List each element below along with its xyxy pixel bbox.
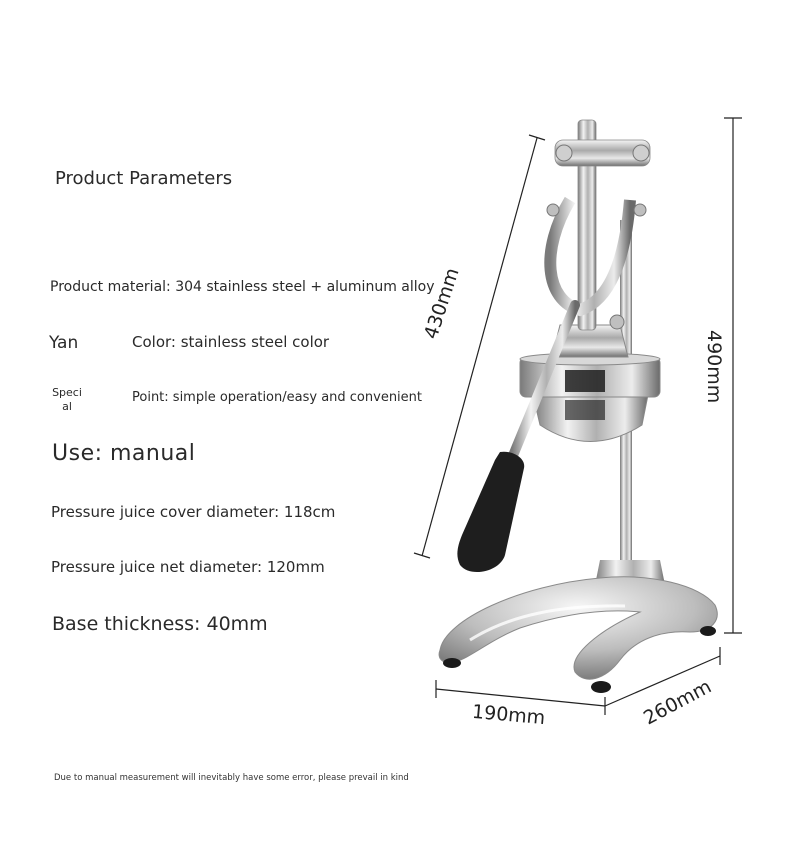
param-cover-diameter: Pressure juice cover diameter: 118cm (51, 503, 336, 521)
juicer-handle (457, 300, 580, 573)
param-yan-label: Yan (49, 333, 79, 353)
param-color: Color: stainless steel color (132, 333, 330, 351)
juicer-linkage (544, 119, 651, 331)
param-use: Use: manual (52, 441, 196, 466)
dimension-line-430 (413, 134, 546, 559)
dimension-line-260 (604, 647, 721, 707)
dimension-label-490: 490mm (703, 330, 725, 404)
juicer-base (438, 560, 718, 693)
dimension-line-490 (724, 117, 742, 634)
param-point: Point: simple operation/easy and conveni… (132, 390, 422, 405)
measurement-note: Due to manual measurement will inevitabl… (54, 773, 409, 783)
page-title: Product Parameters (55, 168, 233, 189)
param-net-diameter: Pressure juice net diameter: 120mm (51, 558, 325, 576)
param-base-thickness: Base thickness: 40mm (52, 613, 268, 635)
param-material: Product material: 304 stainless steel + … (50, 279, 435, 295)
param-special-label: Speci al (52, 386, 82, 413)
